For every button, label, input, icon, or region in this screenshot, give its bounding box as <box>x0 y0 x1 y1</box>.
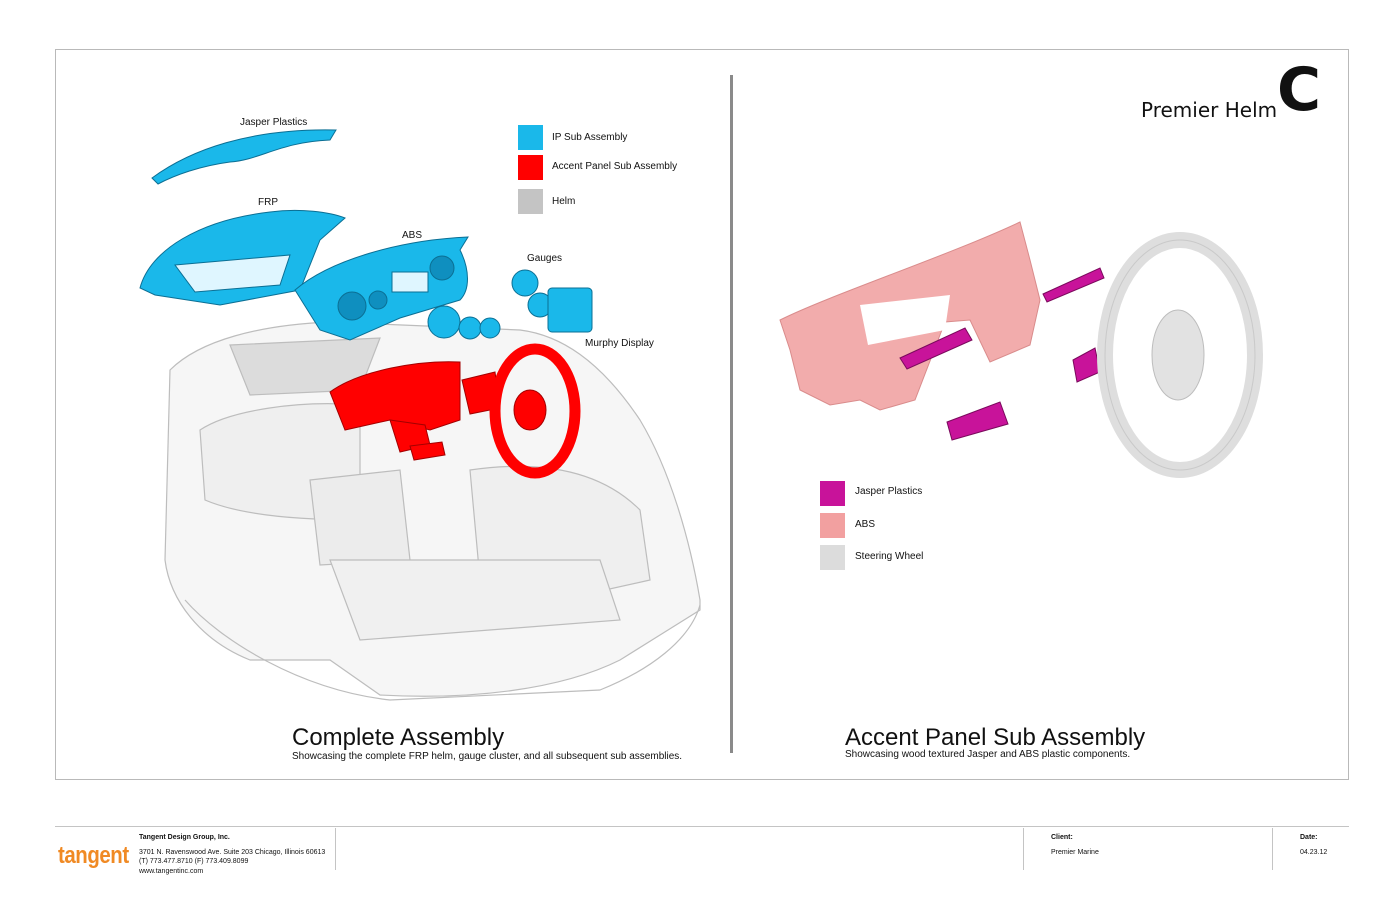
frp-part <box>139 209 346 306</box>
title-block-separator <box>1272 828 1273 870</box>
client-label: Client: <box>1051 834 1073 841</box>
client-value: Premier Marine <box>1051 849 1099 856</box>
right-panel-title: Accent Panel Sub Assembly <box>845 724 1146 751</box>
tangent-logo: tangent <box>58 842 129 869</box>
grey-steering-wheel <box>1097 232 1263 478</box>
left-panel-title: Complete Assembly <box>292 724 505 751</box>
title-block-rule <box>55 826 1349 827</box>
legend-label-abs: ABS <box>855 519 876 530</box>
legend-label-accent: Accent Panel Sub Assembly <box>552 161 678 172</box>
gauges-part <box>427 269 593 340</box>
left-panel-subtitle: Showcasing the complete FRP helm, gauge … <box>292 751 683 762</box>
abs-housing <box>294 236 469 341</box>
right-panel-subtitle: Showcasing wood textured Jasper and ABS … <box>845 749 1131 760</box>
date-value: 04.23.12 <box>1300 849 1328 856</box>
panel-divider <box>730 75 733 753</box>
abs-panel-pink <box>779 221 1041 411</box>
legend-swatch-helm <box>518 189 543 214</box>
legend-swatch-abs <box>820 513 845 538</box>
legend-label-helm: Helm <box>552 196 576 207</box>
helm-console <box>164 321 701 701</box>
company-name: Tangent Design Group, Inc. <box>139 834 230 841</box>
legend-label-ip: IP Sub Assembly <box>552 132 628 143</box>
label-abs: ABS <box>402 230 423 241</box>
title-block-separator <box>1023 828 1024 870</box>
drawing-frame <box>55 49 1349 780</box>
company-website: www.tangentinc.com <box>139 868 204 875</box>
legend-swatch-accent <box>518 155 543 180</box>
legend-swatch-jasper <box>820 481 845 506</box>
red-steering-wheel <box>489 343 581 479</box>
legend-swatch-ip <box>518 125 543 150</box>
label-jasper-plastics: Jasper Plastics <box>240 117 308 128</box>
project-title: Premier Helm <box>1141 98 1278 122</box>
legend-swatch-steering <box>820 545 845 570</box>
date-label: Date: <box>1300 834 1318 841</box>
company-phone: (T) 773.477.8710 (F) 773.409.8099 <box>139 858 249 865</box>
label-gauges: Gauges <box>527 253 563 264</box>
jasper-magenta-parts <box>899 267 1105 441</box>
company-address: 3701 N. Ravenswood Ave. Suite 203 Chicag… <box>139 849 326 856</box>
label-murphy-display: Murphy Display <box>585 338 654 349</box>
legend-label-steering: Steering Wheel <box>855 551 924 562</box>
accent-panels <box>329 361 501 461</box>
label-frp: FRP <box>258 197 278 208</box>
jasper-top-part <box>151 129 337 185</box>
title-block-separator <box>335 828 336 870</box>
legend-label-jasper: Jasper Plastics <box>855 486 923 497</box>
sheet-letter: C <box>1277 55 1322 125</box>
